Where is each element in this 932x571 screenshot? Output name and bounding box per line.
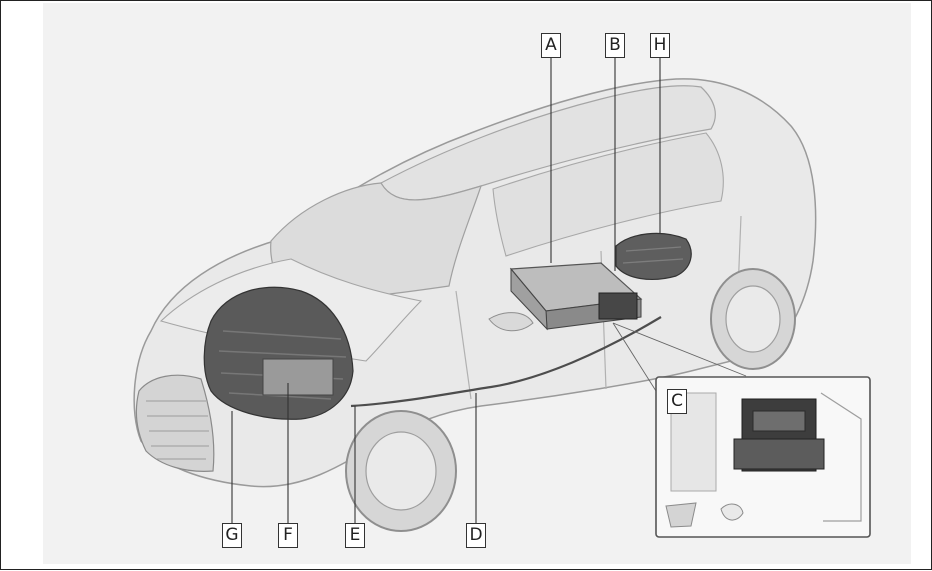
connector-inset xyxy=(656,377,870,537)
callout-h: H xyxy=(650,33,670,58)
callout-a: A xyxy=(541,33,561,58)
front-wheel xyxy=(346,411,456,531)
rear-motor xyxy=(616,233,691,279)
rear-wheel xyxy=(711,269,795,369)
callout-c: C xyxy=(667,389,687,414)
front-grille xyxy=(136,375,213,471)
callout-d: D xyxy=(466,523,486,548)
callout-f: F xyxy=(278,523,298,548)
callout-b: B xyxy=(605,33,625,58)
callout-g: G xyxy=(222,523,242,548)
callout-e: E xyxy=(345,523,365,548)
